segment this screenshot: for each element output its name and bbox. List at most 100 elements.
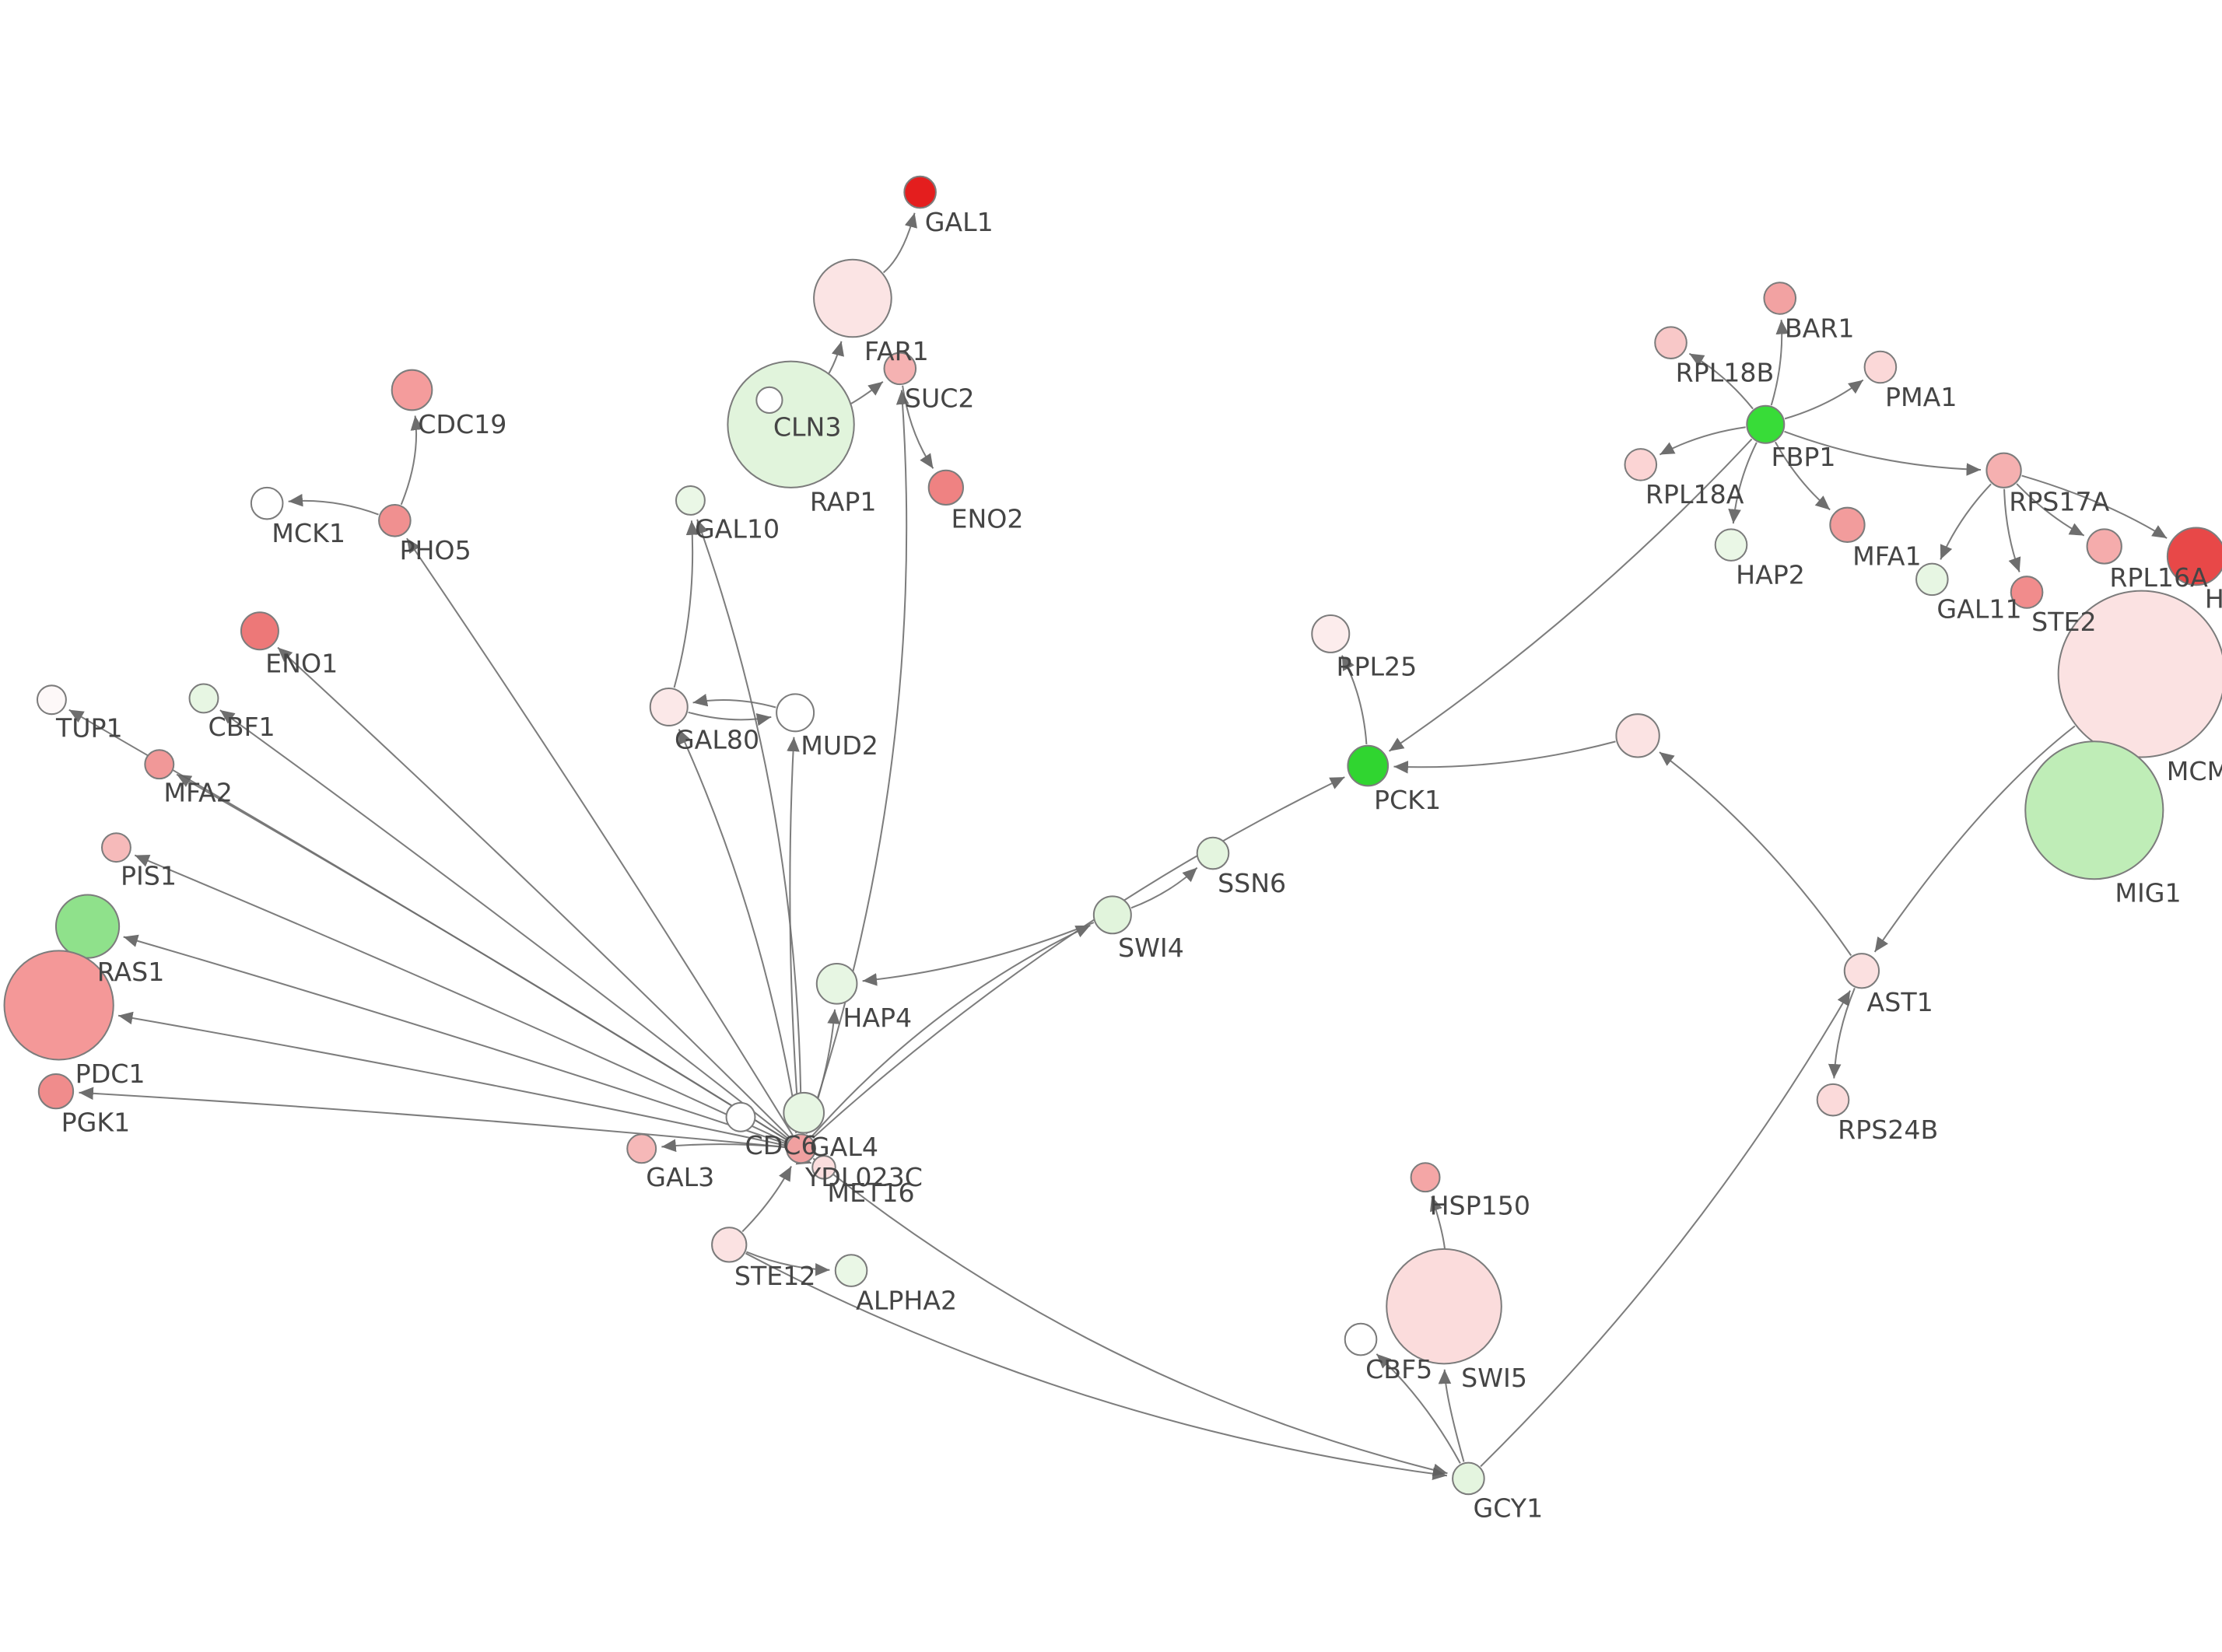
node-pck1[interactable] xyxy=(1347,744,1390,787)
node-pdc1[interactable] xyxy=(3,950,114,1061)
node-hap4[interactable] xyxy=(815,962,858,1005)
node-gal3[interactable] xyxy=(626,1133,657,1164)
node-his4[interactable] xyxy=(2166,527,2222,586)
edge-pck1-rpl25[interactable] xyxy=(1341,655,1368,744)
edge-pho5-mck1[interactable] xyxy=(288,493,379,516)
edge-swi4-hap4[interactable] xyxy=(862,922,1095,986)
node-fbp1[interactable] xyxy=(1746,404,1786,444)
edge-ast1-rps24b[interactable] xyxy=(1828,987,1856,1079)
edge-ydl023c-mfa2[interactable] xyxy=(176,773,788,1142)
node-pis1[interactable] xyxy=(100,832,131,863)
edge-ydl023c-gcy1[interactable] xyxy=(812,1157,1448,1476)
node-tup1[interactable] xyxy=(36,684,67,716)
edge-ste12-alpha2[interactable] xyxy=(745,1251,830,1276)
edge-pho5-cdc19[interactable] xyxy=(400,415,424,506)
node-swi4[interactable] xyxy=(1092,895,1132,935)
edge-rps17a-rpl16a[interactable] xyxy=(2016,483,2085,537)
edge-swi4-ssn6[interactable] xyxy=(1130,866,1198,909)
edge-fbp1-pck1[interactable] xyxy=(1388,438,1753,752)
edge-ydl023c-pis1[interactable] xyxy=(134,854,787,1143)
edge-ydl023c-pgk1[interactable] xyxy=(79,1087,786,1148)
node-mig1[interactable] xyxy=(2024,740,2164,880)
node-hsp150[interactable] xyxy=(1410,1162,1441,1193)
node-pma1[interactable] xyxy=(1863,350,1898,384)
node-gal1[interactable] xyxy=(903,175,937,209)
node-hap2[interactable] xyxy=(1714,528,1748,562)
edge-mud2-gal80[interactable] xyxy=(692,694,776,709)
node-ste12[interactable] xyxy=(711,1227,748,1263)
edge-rps17a-ste2[interactable] xyxy=(2003,488,2021,572)
node-ste2[interactable] xyxy=(2010,576,2044,609)
node-mfa1[interactable] xyxy=(1829,506,1866,543)
node-ydl023c[interactable] xyxy=(786,1133,816,1164)
edge-ydl023c-gal3[interactable] xyxy=(661,1139,786,1153)
node-gal11[interactable] xyxy=(1915,562,1949,597)
edge-ydl023c-pck1[interactable] xyxy=(811,776,1345,1139)
node-ssn6[interactable] xyxy=(1196,836,1230,870)
edge-ydl023c-suc2[interactable] xyxy=(804,390,909,1134)
edge-ydl023c-swi4[interactable] xyxy=(811,924,1091,1138)
node-gal10[interactable] xyxy=(675,485,706,516)
node-gal80[interactable] xyxy=(649,687,689,726)
node-cbf5[interactable] xyxy=(1344,1322,1378,1356)
node-unlabeled1[interactable] xyxy=(1615,713,1660,758)
node-eno1[interactable] xyxy=(240,611,279,651)
node-rpl18a[interactable] xyxy=(1624,448,1658,481)
edge-gal80-gal10[interactable] xyxy=(673,520,699,688)
node-rpl25[interactable] xyxy=(1311,614,1351,653)
node-cdc6[interactable] xyxy=(725,1101,756,1132)
edge-fbp1-bar1[interactable] xyxy=(1770,320,1789,406)
edge-fbp1-pma1[interactable] xyxy=(1784,379,1864,420)
node-mfa2[interactable] xyxy=(144,749,175,780)
node-mud2[interactable] xyxy=(776,693,815,733)
edge-ydl023c-mud2[interactable] xyxy=(787,737,801,1133)
edge-mcm1-ast1[interactable] xyxy=(1873,725,2076,953)
node-met16[interactable] xyxy=(811,1155,836,1180)
edge-ste12-ydl023c[interactable] xyxy=(741,1166,793,1233)
node-pho5[interactable] xyxy=(378,503,412,537)
node-rpl16a[interactable] xyxy=(2086,528,2122,565)
edge-fbp1-mfa1[interactable] xyxy=(1774,441,1831,511)
node-cdc19[interactable] xyxy=(391,369,433,411)
node-bar1[interactable] xyxy=(1763,282,1797,315)
edge-fbp1-hap2[interactable] xyxy=(1728,442,1758,524)
edge-ste12-gcy1[interactable] xyxy=(745,1252,1448,1481)
node-gal4[interactable] xyxy=(783,1091,825,1134)
edge-rps17a-gal11[interactable] xyxy=(1940,483,1992,560)
edge-ydl023c-gal80[interactable] xyxy=(678,729,800,1133)
edge-fbp1-rpl18b[interactable] xyxy=(1688,352,1754,410)
node-mck1[interactable] xyxy=(250,486,284,520)
edge-rps17a-his4[interactable] xyxy=(2021,474,2168,539)
node-suc2[interactable] xyxy=(883,352,917,386)
node-far1[interactable] xyxy=(813,258,892,338)
edge-ydl023c-eno1[interactable] xyxy=(277,646,790,1139)
edge-fbp1-rps17a[interactable] xyxy=(1784,430,1982,476)
edge-far1-gal1[interactable] xyxy=(882,212,917,274)
edge-ydl023c-pdc1[interactable] xyxy=(117,1011,786,1146)
edge-ydl023c-ras1[interactable] xyxy=(123,934,787,1145)
node-rps17a[interactable] xyxy=(1985,452,2022,488)
node-ast1[interactable] xyxy=(1843,953,1880,989)
node-cbf1[interactable] xyxy=(188,683,219,714)
node-mcm1[interactable] xyxy=(2057,590,2222,758)
node-cln3[interactable] xyxy=(755,386,783,415)
edge-gal80-mud2[interactable] xyxy=(688,711,772,726)
edge-gcy1-ast1[interactable] xyxy=(1480,990,1852,1468)
edge-ydl023c-cbf1[interactable] xyxy=(219,709,790,1140)
node-rpl18b[interactable] xyxy=(1654,326,1688,359)
node-pgk1[interactable] xyxy=(37,1073,75,1110)
node-gcy1[interactable] xyxy=(1452,1461,1485,1496)
node-rps24b[interactable] xyxy=(1816,1083,1850,1117)
node-swi5[interactable] xyxy=(1386,1248,1502,1365)
edge-fbp1-rpl18a[interactable] xyxy=(1659,426,1746,456)
edge-gcy1-cbf5[interactable] xyxy=(1376,1353,1461,1464)
node-ras1[interactable] xyxy=(54,894,121,959)
edge-unlabeled1-pck1[interactable] xyxy=(1393,740,1616,774)
edge-ast1-unlabeled1[interactable] xyxy=(1659,751,1852,957)
node-alpha2[interactable] xyxy=(834,1254,868,1287)
edge-ydl023c-pho5[interactable] xyxy=(406,537,794,1136)
node-eno2[interactable] xyxy=(927,469,964,506)
edge-ydl023c-gal10[interactable] xyxy=(696,519,802,1133)
edge-gcy1-swi5[interactable] xyxy=(1438,1369,1465,1462)
